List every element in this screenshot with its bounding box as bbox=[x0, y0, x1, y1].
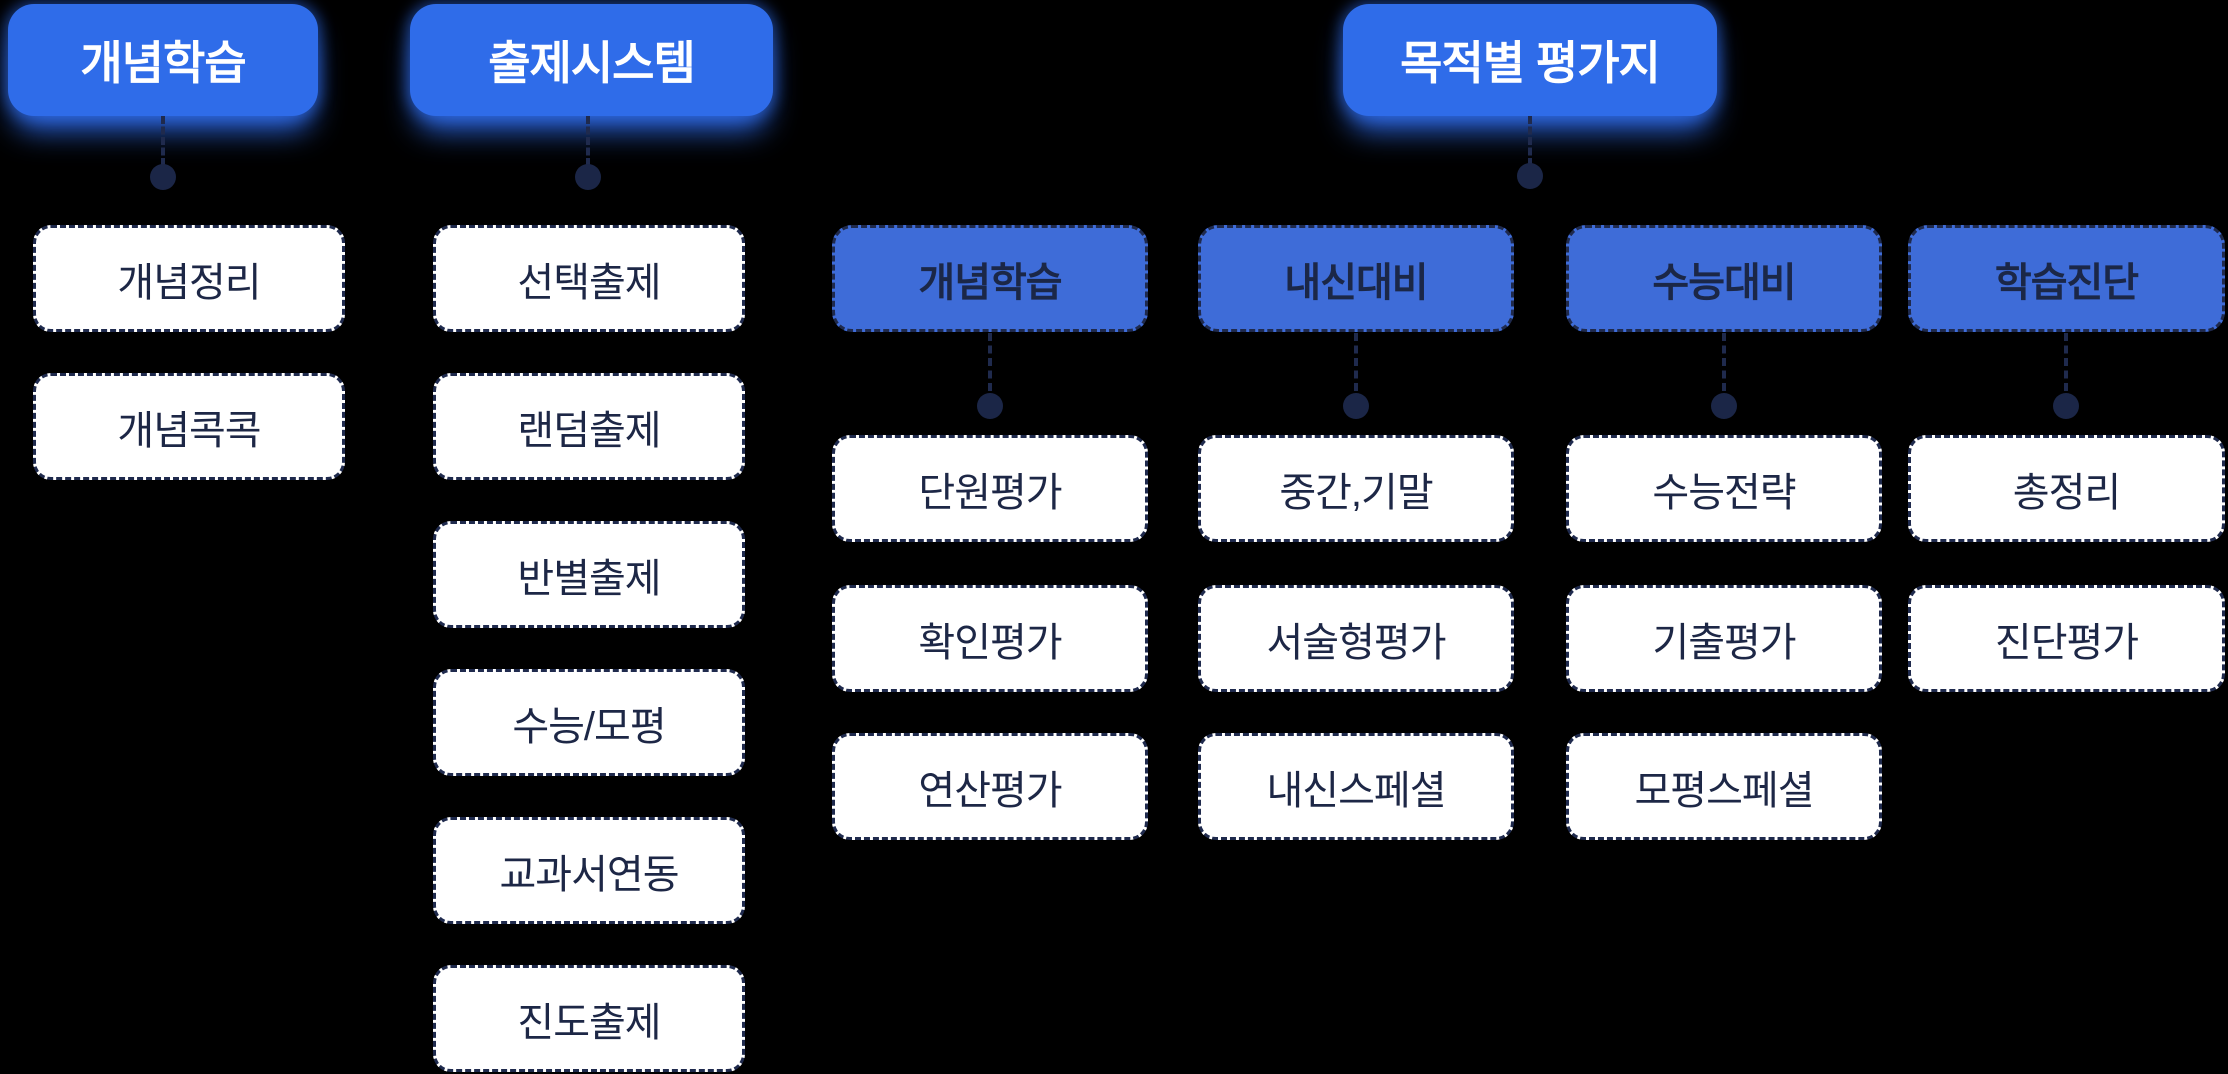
leaf-node: 중간,기말 bbox=[1198, 435, 1514, 542]
leaf-node: 개념콕콕 bbox=[33, 373, 345, 480]
root-node-concept-learning: 개념학습 bbox=[8, 4, 318, 116]
sub-node-concept-learning: 개념학습 bbox=[832, 225, 1148, 332]
leaf-node: 모평스페셜 bbox=[1566, 733, 1882, 840]
leaf-node: 개념정리 bbox=[33, 225, 345, 332]
leaf-node: 선택출제 bbox=[433, 225, 745, 332]
root-node-purpose-tests: 목적별 평가지 bbox=[1343, 4, 1717, 116]
connector-dot bbox=[1343, 393, 1369, 419]
sub-node-school-exam-prep: 내신대비 bbox=[1198, 225, 1514, 332]
connector-line bbox=[1354, 333, 1358, 391]
sub-node-learning-diagnosis: 학습진단 bbox=[1908, 225, 2225, 332]
root-node-question-system: 출제시스템 bbox=[410, 4, 773, 116]
connector-line bbox=[988, 333, 992, 391]
leaf-node: 내신스페셜 bbox=[1198, 733, 1514, 840]
leaf-node: 단원평가 bbox=[832, 435, 1148, 542]
leaf-node: 서술형평가 bbox=[1198, 585, 1514, 692]
leaf-node: 진도출제 bbox=[433, 965, 745, 1072]
leaf-node: 랜덤출제 bbox=[433, 373, 745, 480]
leaf-node: 총정리 bbox=[1908, 435, 2225, 542]
connector-dot bbox=[575, 164, 601, 190]
leaf-node: 수능전략 bbox=[1566, 435, 1882, 542]
leaf-node: 진단평가 bbox=[1908, 585, 2225, 692]
leaf-node: 반별출제 bbox=[433, 521, 745, 628]
connector-dot bbox=[1517, 163, 1543, 189]
connector-line bbox=[2064, 333, 2068, 391]
leaf-node: 교과서연동 bbox=[433, 817, 745, 924]
connector-line bbox=[1528, 116, 1532, 166]
leaf-node: 확인평가 bbox=[832, 585, 1148, 692]
connector-dot bbox=[1711, 393, 1737, 419]
connector-dot bbox=[2053, 393, 2079, 419]
connector-line bbox=[161, 116, 165, 166]
sub-node-csat-prep: 수능대비 bbox=[1566, 225, 1882, 332]
connector-line bbox=[586, 116, 590, 166]
leaf-node: 수능/모평 bbox=[433, 669, 745, 776]
connector-dot bbox=[977, 393, 1003, 419]
connector-line bbox=[1722, 333, 1726, 391]
leaf-node: 연산평가 bbox=[832, 733, 1148, 840]
connector-dot bbox=[150, 164, 176, 190]
leaf-node: 기출평가 bbox=[1566, 585, 1882, 692]
